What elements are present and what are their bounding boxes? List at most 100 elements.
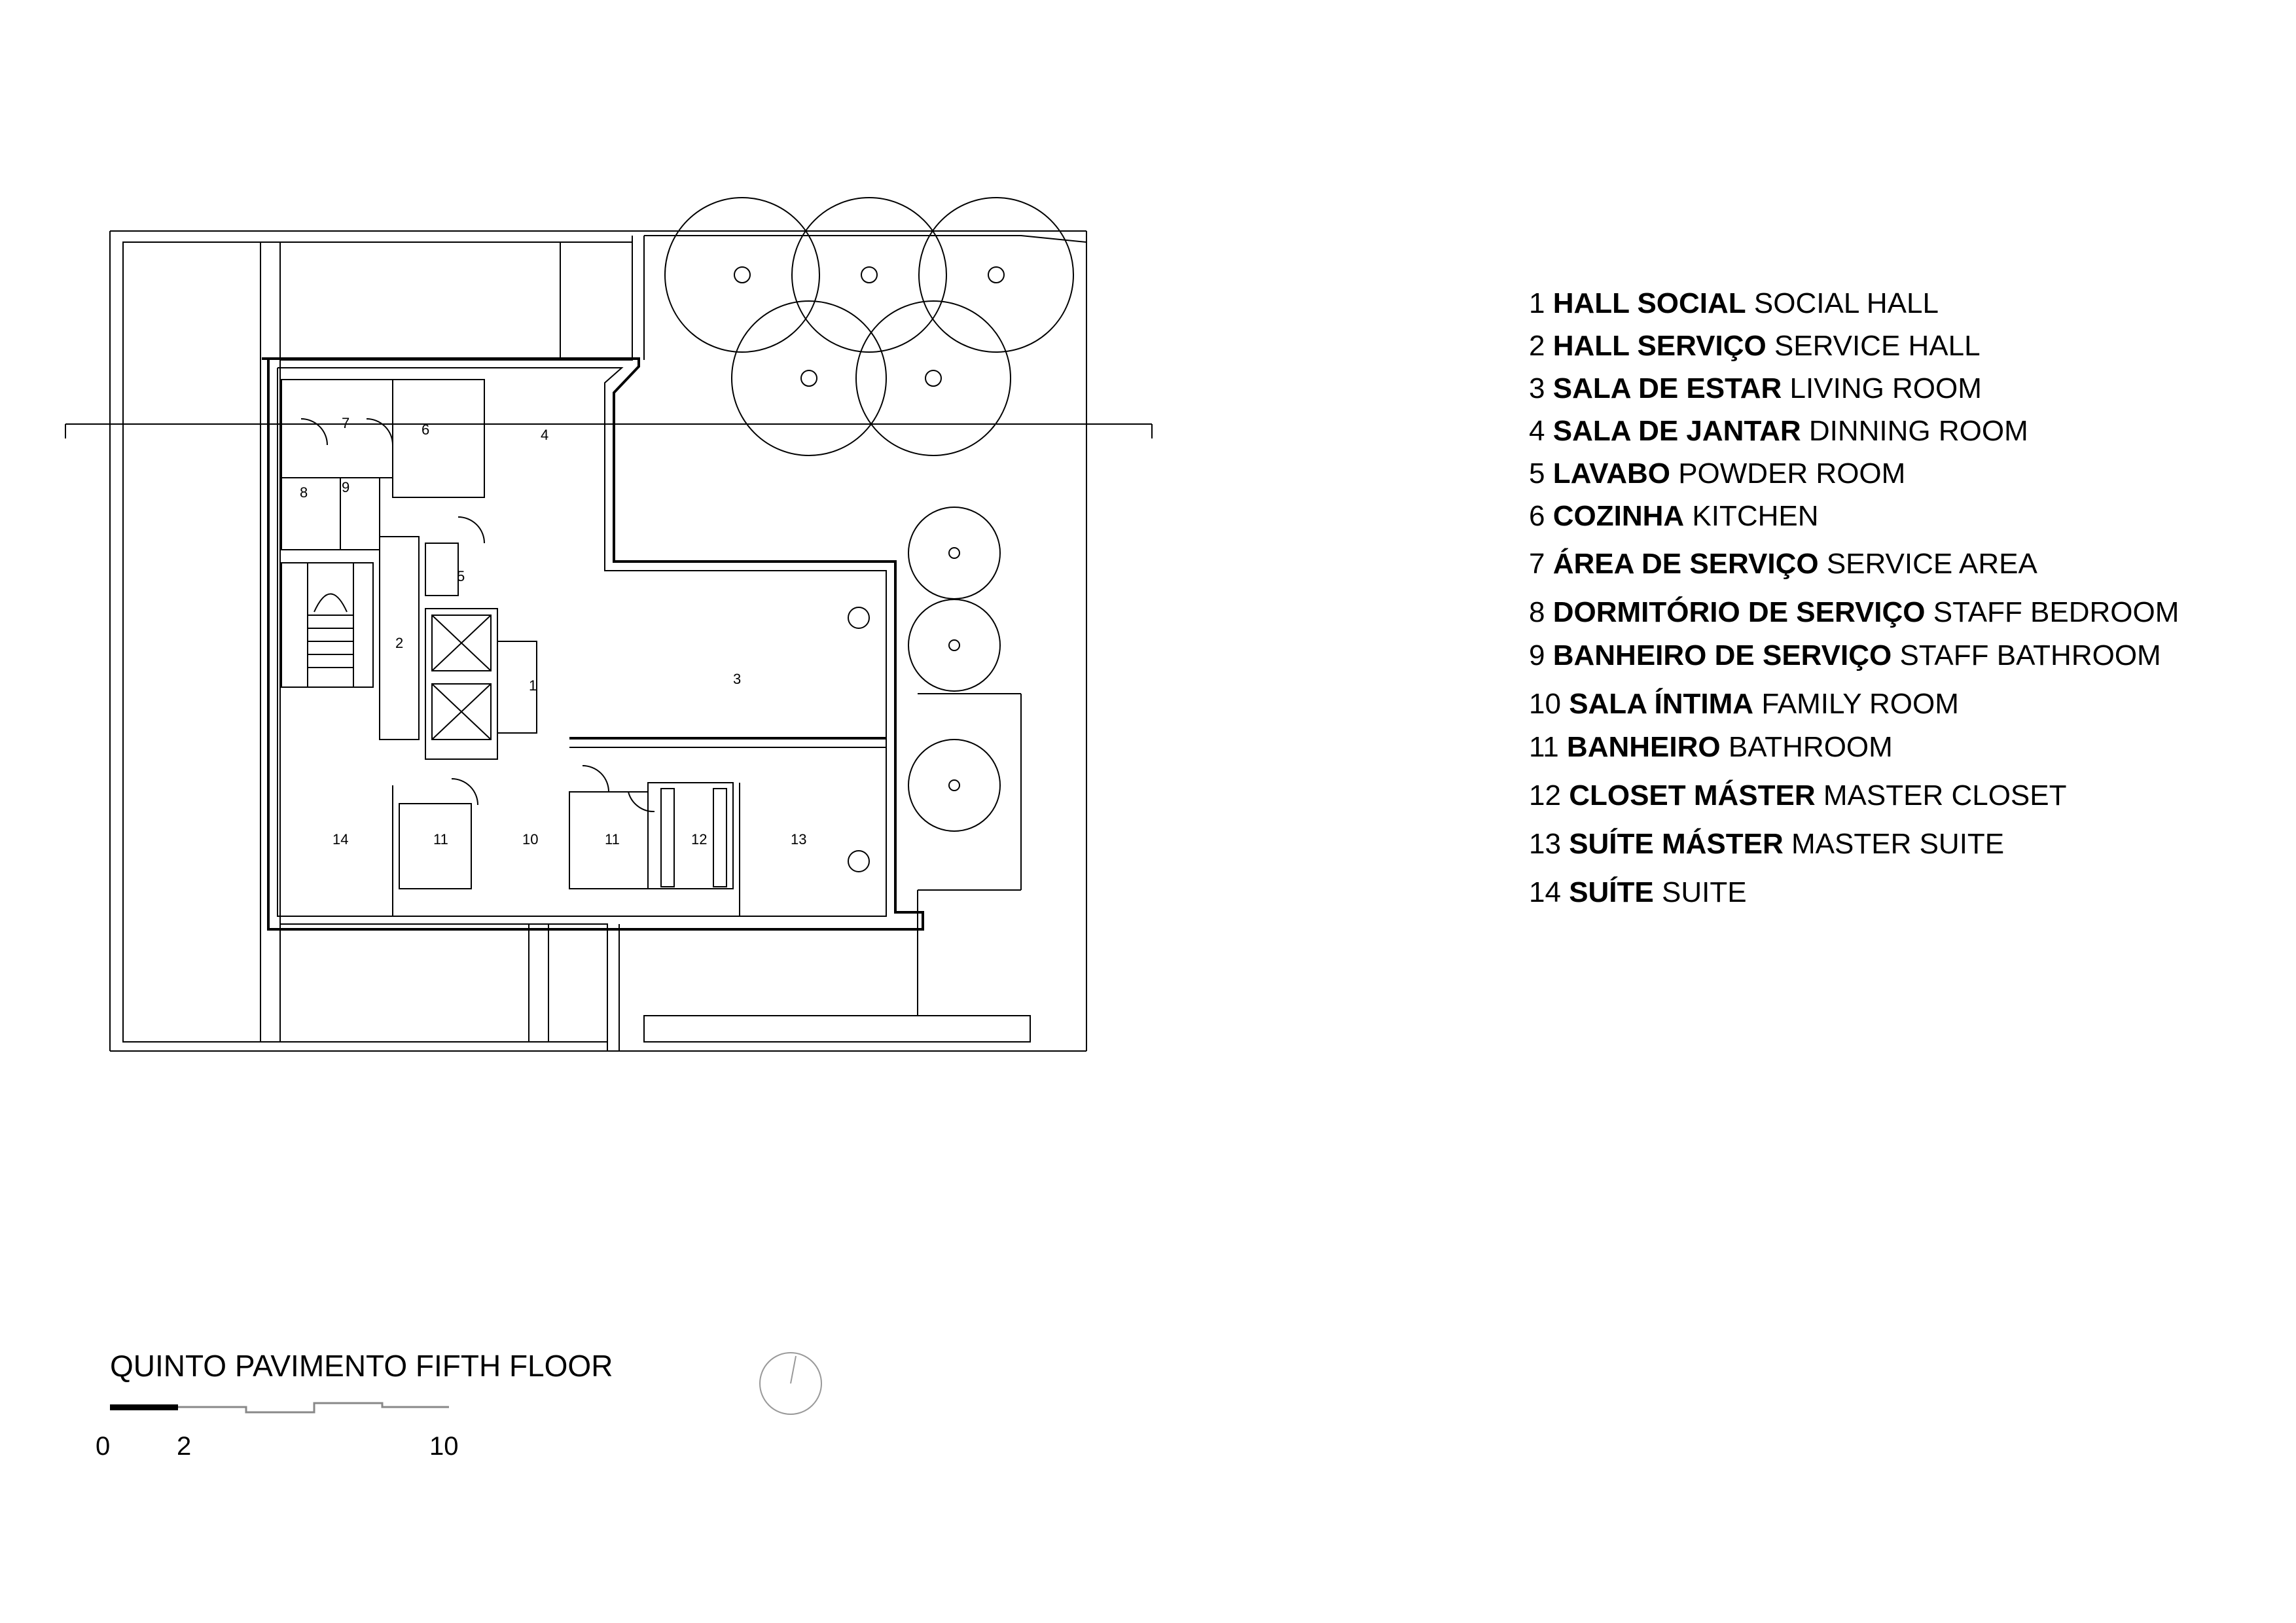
tree-canopy	[664, 197, 820, 353]
legend-en: MASTER CLOSET	[1823, 779, 2067, 812]
legend-item: 10 SALA ÍNTIMA FAMILY ROOM	[1529, 690, 1959, 719]
legend-item: 2 HALL SERVIÇO SERVICE HALL	[1529, 332, 1981, 361]
legend-num: 2	[1529, 330, 1545, 362]
tree-canopy	[731, 300, 887, 456]
room-6-outline	[392, 379, 485, 498]
legend-pt: BANHEIRO	[1566, 731, 1721, 763]
room-label-9: 9	[342, 479, 350, 495]
tree-canopy	[908, 739, 1001, 832]
legend-num: 4	[1529, 415, 1545, 447]
stair-outline	[281, 562, 374, 688]
legend-num: 13	[1529, 828, 1561, 860]
legend-num: 11	[1529, 731, 1559, 763]
legend-item: 9 BANHEIRO DE SERVIÇO STAFF BATHROOM	[1529, 641, 2161, 670]
legend-item: 14 SUÍTE SUITE	[1529, 878, 1747, 907]
left-louver-strip	[122, 241, 261, 1043]
legend-pt: ÁREA DE SERVIÇO	[1552, 548, 1819, 580]
legend-item: 1 HALL SOCIAL SOCIAL HALL	[1529, 289, 1939, 318]
elevator-2	[431, 683, 492, 740]
drawing-title: QUINTO PAVIMENTO FIFTH FLOOR	[110, 1348, 613, 1383]
legend-num: 5	[1529, 457, 1545, 490]
tree-canopy	[791, 197, 947, 353]
room-label-6: 6	[422, 421, 429, 438]
legend-en: STAFF BEDROOM	[1933, 596, 2179, 628]
legend-item: 11 BANHEIRO BATHROOM	[1529, 733, 1893, 762]
legend-en: SUITE	[1662, 876, 1747, 908]
tree-canopy	[918, 197, 1074, 353]
room-9-outline	[340, 477, 380, 550]
legend-item: 4 SALA DE JANTAR DINNING ROOM	[1529, 417, 2028, 446]
legend-num: 9	[1529, 639, 1545, 671]
scale-label-10: 10	[429, 1432, 459, 1461]
room-label-10: 10	[522, 831, 538, 847]
tree-canopy	[855, 300, 1011, 456]
room-label-2: 2	[395, 635, 403, 651]
room-label-11b: 11	[605, 831, 620, 847]
legend-num: 10	[1529, 688, 1561, 720]
scale-label-0: 0	[96, 1432, 111, 1461]
legend-en: FAMILY ROOM	[1761, 688, 1959, 720]
legend-num: 8	[1529, 596, 1545, 628]
legend-pt: DORMITÓRIO DE SERVIÇO	[1552, 596, 1926, 628]
legend-item: 3 SALA DE ESTAR LIVING ROOM	[1529, 374, 1982, 403]
room-8-outline	[281, 477, 341, 550]
legend-pt: SALA DE ESTAR	[1552, 372, 1782, 404]
scale-bar-segments	[178, 1402, 449, 1414]
room-5-outline	[425, 543, 459, 596]
scale-bar	[110, 1402, 449, 1414]
terrace-top-edge	[644, 235, 1087, 243]
legend-pt: SUÍTE MÁSTER	[1569, 828, 1784, 860]
legend-pt: SALA DE JANTAR	[1552, 415, 1801, 447]
room-label-4: 4	[541, 427, 548, 443]
room-2-outline	[379, 536, 420, 740]
legend-item: 12 CLOSET MÁSTER MASTER CLOSET	[1529, 781, 2067, 810]
tree-canopy	[908, 599, 1001, 692]
scale-label-2: 2	[177, 1432, 192, 1461]
room-label-11a: 11	[433, 831, 448, 847]
column	[848, 607, 870, 629]
legend-num: 7	[1529, 548, 1545, 580]
legend-en: STAFF BATHROOM	[1899, 639, 2161, 671]
tree-canopy	[908, 507, 1001, 599]
drawing-title-en: FIFTH FLOOR	[415, 1349, 613, 1383]
legend-en: SERVICE HALL	[1774, 330, 1981, 362]
scale-bar-solid	[110, 1404, 178, 1410]
room-label-3: 3	[733, 671, 741, 687]
legend-pt: LAVABO	[1552, 457, 1670, 490]
legend-item: 8 DORMITÓRIO DE SERVIÇO STAFF BEDROOM	[1529, 598, 2179, 627]
legend-num: 6	[1529, 500, 1545, 532]
legend-en: MASTER SUITE	[1791, 828, 2005, 860]
elevator-1	[431, 615, 492, 671]
legend-item: 6 COZINHA KITCHEN	[1529, 502, 1819, 531]
room-7-outline	[281, 379, 393, 478]
room-label-1: 1	[529, 677, 537, 694]
legend-pt: BANHEIRO DE SERVIÇO	[1552, 639, 1892, 671]
legend-num: 1	[1529, 287, 1545, 319]
legend-en: KITCHEN	[1692, 500, 1819, 532]
legend-item: 7 ÁREA DE SERVIÇO SERVICE AREA	[1529, 550, 2037, 579]
legend-pt: HALL SOCIAL	[1552, 287, 1746, 319]
room-label-12: 12	[691, 831, 707, 847]
legend-en: LIVING ROOM	[1789, 372, 1982, 404]
legend-en: POWDER ROOM	[1678, 457, 1906, 490]
legend-en: SERVICE AREA	[1826, 548, 2037, 580]
legend-num: 12	[1529, 779, 1561, 812]
building-outline	[262, 357, 924, 931]
legend-pt: HALL SERVIÇO	[1552, 330, 1767, 362]
column	[848, 850, 870, 872]
room-label-8: 8	[300, 484, 308, 501]
legend-num: 14	[1529, 876, 1561, 908]
legend-pt: SUÍTE	[1569, 876, 1654, 908]
legend-pt: SALA ÍNTIMA	[1569, 688, 1754, 720]
legend-en: SOCIAL HALL	[1753, 287, 1939, 319]
bottom-louver-block	[279, 923, 529, 1043]
legend-en: BATHROOM	[1728, 731, 1893, 763]
room-label-7: 7	[342, 415, 350, 431]
legend-item: 13 SUÍTE MÁSTER MASTER SUITE	[1529, 830, 2004, 859]
room-label-14: 14	[332, 831, 348, 847]
room-label-5: 5	[457, 568, 465, 584]
bottom-terrace-strip	[643, 1015, 1031, 1043]
top-louver-block	[279, 241, 561, 361]
legend-pt: CLOSET MÁSTER	[1569, 779, 1816, 812]
legend-num: 3	[1529, 372, 1545, 404]
